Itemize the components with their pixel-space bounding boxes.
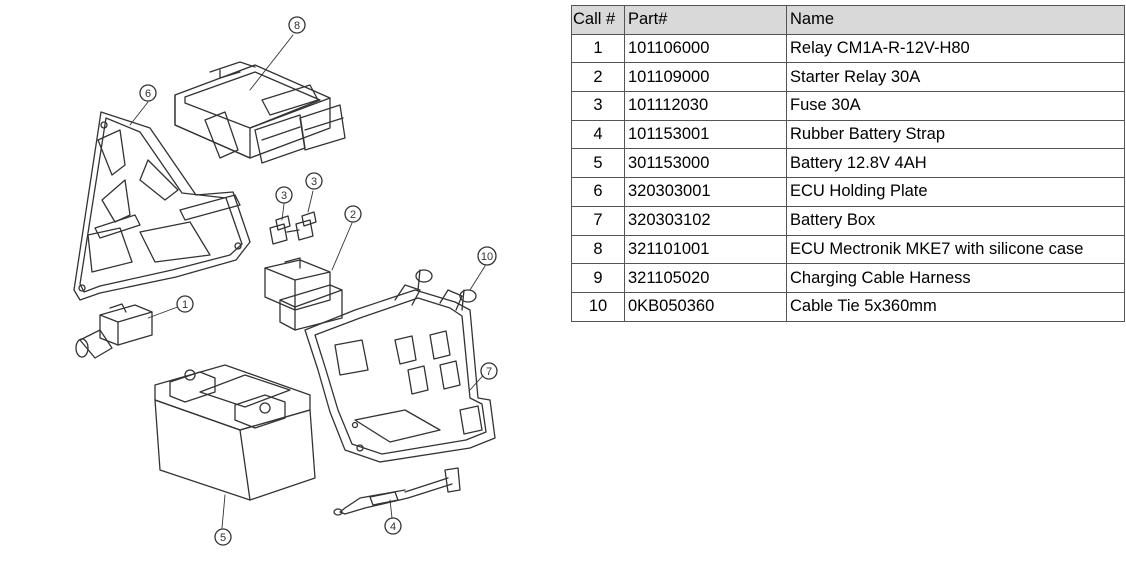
table-row: 7 320303102 Battery Box (571, 205, 1125, 236)
svg-text:4: 4 (390, 521, 396, 533)
call-number-cell: 3 (571, 91, 625, 121)
part-name-cell: Rubber Battery Strap (786, 119, 1125, 150)
callout-8: 8 (288, 16, 306, 34)
part-number-cell: 0KB050360 (624, 291, 787, 322)
table-row: 6 320303001 ECU Holding Plate (571, 177, 1125, 207)
battery-strap-drawing (333, 467, 461, 516)
callout-4: 4 (384, 517, 402, 535)
callout-3b: 3 (305, 172, 323, 190)
starter-relay-drawing (264, 257, 343, 331)
svg-text:10: 10 (481, 251, 493, 263)
table-row: 10 0KB050360 Cable Tie 5x360mm (571, 291, 1125, 322)
table-row: 4 101153001 Rubber Battery Strap (571, 119, 1125, 150)
table-row: 3 101112030 Fuse 30A (571, 91, 1125, 121)
svg-text:2: 2 (350, 209, 356, 221)
fuses-drawing (269, 211, 317, 245)
table-header-row: Call # Part# Name (571, 5, 1125, 35)
svg-text:1: 1 (182, 299, 188, 311)
exploded-parts-diagram: 8 6 3 3 2 10 7 1 4 5 (0, 0, 560, 564)
call-number-cell: 4 (571, 119, 625, 150)
table-row: 1 101106000 Relay CM1A-R-12V-H80 (571, 33, 1125, 64)
part-number-cell: 301153000 (624, 148, 787, 179)
battery-drawing (154, 364, 316, 501)
callout-7: 7 (480, 362, 498, 380)
svg-text:7: 7 (486, 366, 492, 378)
svg-text:8: 8 (294, 20, 300, 32)
callout-6: 6 (139, 84, 157, 102)
part-name-cell: Battery Box (786, 205, 1125, 236)
call-number-cell: 1 (571, 33, 625, 64)
part-number-cell: 320303102 (624, 205, 787, 236)
parts-table: Call # Part# Name 1 101106000 Relay CM1A… (571, 5, 1125, 322)
call-number-cell: 2 (571, 62, 625, 93)
call-number-cell: 8 (571, 234, 625, 265)
table-row: 5 301153000 Battery 12.8V 4AH (571, 148, 1125, 179)
call-number-cell: 9 (571, 263, 625, 293)
part-name-cell: ECU Holding Plate (786, 177, 1125, 207)
table-row: 9 321105020 Charging Cable Harness (571, 263, 1125, 293)
part-name-cell: Relay CM1A-R-12V-H80 (786, 33, 1125, 64)
part-name-cell: Starter Relay 30A (786, 62, 1125, 93)
table-row: 2 101109000 Starter Relay 30A (571, 62, 1125, 93)
call-number-cell: 7 (571, 205, 625, 236)
part-name-cell: Cable Tie 5x360mm (786, 291, 1125, 322)
part-number-cell: 321105020 (624, 263, 787, 293)
relay-drawing (75, 303, 153, 359)
svg-text:3: 3 (281, 190, 287, 202)
part-number-cell: 320303001 (624, 177, 787, 207)
header-name: Name (786, 5, 1125, 35)
callout-3a: 3 (275, 186, 293, 204)
part-number-cell: 321101001 (624, 234, 787, 265)
ecu-drawing (174, 61, 346, 164)
svg-text:5: 5 (220, 532, 226, 544)
part-number-cell: 101109000 (624, 62, 787, 93)
call-number-cell: 10 (571, 291, 625, 322)
part-name-cell: ECU Mectronik MKE7 with silicone case (786, 234, 1125, 265)
callout-1: 1 (176, 295, 194, 313)
callout-2: 2 (344, 205, 362, 223)
header-call-number: Call # (571, 5, 625, 35)
part-number-cell: 101106000 (624, 33, 787, 64)
svg-text:3: 3 (311, 176, 317, 188)
leader-lines (129, 34, 489, 529)
svg-text:6: 6 (145, 88, 151, 100)
ecu-holding-plate-drawing (73, 111, 251, 301)
call-number-cell: 5 (571, 148, 625, 179)
call-number-cell: 6 (571, 177, 625, 207)
part-name-cell: Battery 12.8V 4AH (786, 148, 1125, 179)
header-part-number: Part# (624, 5, 787, 35)
part-name-cell: Fuse 30A (786, 91, 1125, 121)
callout-10: 10 (477, 246, 497, 266)
part-number-cell: 101153001 (624, 119, 787, 150)
table-row: 8 321101001 ECU Mectronik MKE7 with sili… (571, 234, 1125, 265)
battery-box-drawing (304, 269, 496, 463)
part-name-cell: Charging Cable Harness (786, 263, 1125, 293)
part-number-cell: 101112030 (624, 91, 787, 121)
callout-5: 5 (214, 528, 232, 546)
